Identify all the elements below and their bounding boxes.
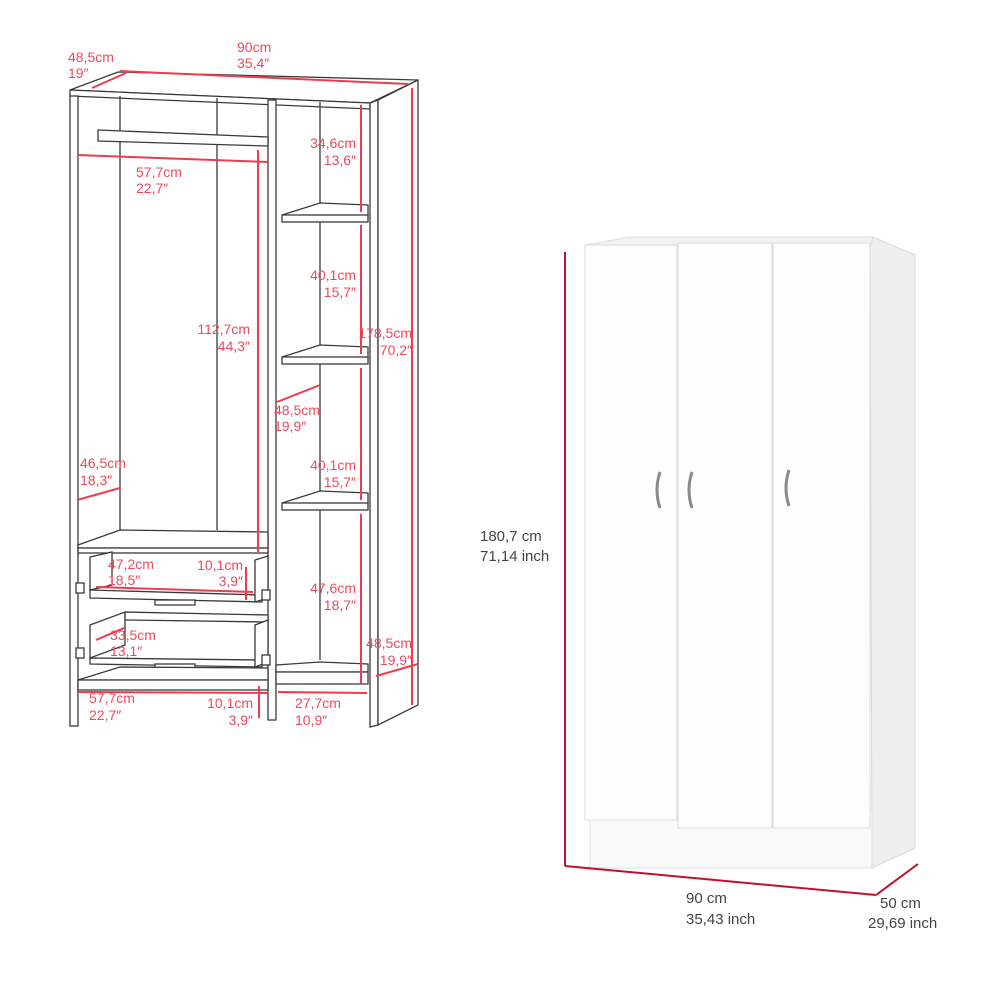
door-middle (677, 242, 773, 829)
label-cm: 34,6cm (310, 135, 356, 151)
label-in: 15,7″ (324, 474, 356, 490)
dim-width-90 (119, 70, 409, 85)
width-inch-label: 35,43 inch (686, 911, 755, 928)
dim-depth-48 (91, 72, 127, 89)
label-cm: 46,5cm (80, 455, 126, 471)
dim-bottom-width-left (76, 691, 269, 694)
right-side-panel (377, 78, 419, 727)
label-in: 19,9″ (274, 418, 306, 434)
label-cm: 10,1cm (197, 557, 243, 573)
shelf-3-edge (281, 502, 369, 511)
exterior-dimension-lines (564, 252, 919, 896)
left-bottom-shelf (77, 529, 269, 549)
label-in: 22,7″ (89, 707, 121, 723)
label-in: 19,9″ (380, 652, 412, 668)
label-cm: 47,2cm (108, 556, 154, 572)
left-plinth (77, 679, 269, 691)
label-cm: 40,1cm (310, 267, 356, 283)
right-plinth (275, 671, 369, 685)
label-cm: 40,1cm (310, 457, 356, 473)
wardrobe-side (869, 236, 916, 869)
hanging-rail (97, 129, 269, 147)
label-in: 35,4″ (237, 55, 269, 71)
label-in: 15,7″ (324, 284, 356, 300)
dim-shelf-depth (276, 384, 321, 403)
label-in: 19″ (68, 65, 89, 81)
label-cm: 178,5cm (358, 325, 412, 341)
label-cm: 112,7cm (197, 321, 250, 337)
label-cm: 27,7cm (295, 695, 341, 711)
label-in: 3,9″ (229, 712, 253, 728)
interior-view (69, 71, 419, 728)
door-left (584, 244, 678, 821)
height-inch-label: 71,14 inch (480, 548, 549, 565)
handle-icon (655, 471, 662, 509)
interior-labels: 90cm 35,4″ 48,5cm 19″ 57,7cm 22,7″ 34,6c… (68, 39, 412, 728)
right-side-front (369, 99, 379, 728)
dim-drawer-depth (95, 627, 125, 641)
center-divider (267, 99, 277, 721)
dim-rail-width (76, 154, 269, 163)
left-side-panel (69, 95, 79, 727)
door-right (772, 242, 871, 829)
shelf-2-edge (281, 356, 369, 365)
dim-bottom-width-right (277, 691, 368, 694)
label-cm: 48,5cm (68, 49, 114, 65)
exterior-labels: 180,7 cm 71,14 inch 90 cm 35,43 inch 50 … (480, 528, 937, 932)
label-in: 13,6″ (324, 152, 356, 168)
label-cm: 90cm (237, 39, 271, 55)
height-cm-label: 180,7 cm (480, 528, 542, 545)
exterior-view (584, 236, 916, 869)
shelf-1 (281, 202, 369, 217)
label-in: 70,2″ (380, 342, 412, 358)
drawer-1 (75, 551, 271, 606)
dim-left-depth (76, 487, 121, 501)
label-cm: 47,6cm (310, 580, 356, 596)
dim-right-depth (375, 663, 419, 677)
depth-inch-label: 29,69 inch (868, 915, 937, 932)
dim-total-width (564, 865, 877, 896)
label-cm: 57,7cm (136, 164, 182, 180)
label-cm: 57,7cm (89, 690, 135, 706)
label-cm: 48,5cm (366, 635, 412, 651)
left-base (77, 666, 269, 681)
dim-drawer-width (95, 586, 254, 593)
width-cm-label: 90 cm (686, 890, 727, 907)
label-in: 22,7″ (136, 180, 168, 196)
label-in: 13,1″ (110, 643, 142, 659)
depth-cm-label: 50 cm (880, 895, 921, 912)
dim-total-depth (875, 863, 919, 896)
label-cm: 33,5cm (110, 627, 156, 643)
right-bottom (275, 661, 369, 673)
handle-icon (687, 471, 694, 509)
left-bottom-shelf-edge (77, 547, 269, 554)
label-in: 44,3″ (218, 338, 250, 354)
label-cm: 48,5cm (274, 402, 320, 418)
label-in: 18,7″ (324, 597, 356, 613)
label-in: 3,9″ (219, 573, 243, 589)
shelf-2 (281, 344, 369, 359)
handle-icon (784, 469, 791, 507)
label-in: 10,9″ (295, 712, 327, 728)
label-in: 18,5″ (108, 572, 140, 588)
shelf-3 (281, 490, 369, 505)
label-cm: 10,1cm (207, 695, 253, 711)
drawer-2 (75, 611, 271, 670)
shelf-1-edge (281, 214, 369, 223)
label-in: 18,3″ (80, 472, 112, 488)
interior-dimension-lines (76, 70, 419, 718)
